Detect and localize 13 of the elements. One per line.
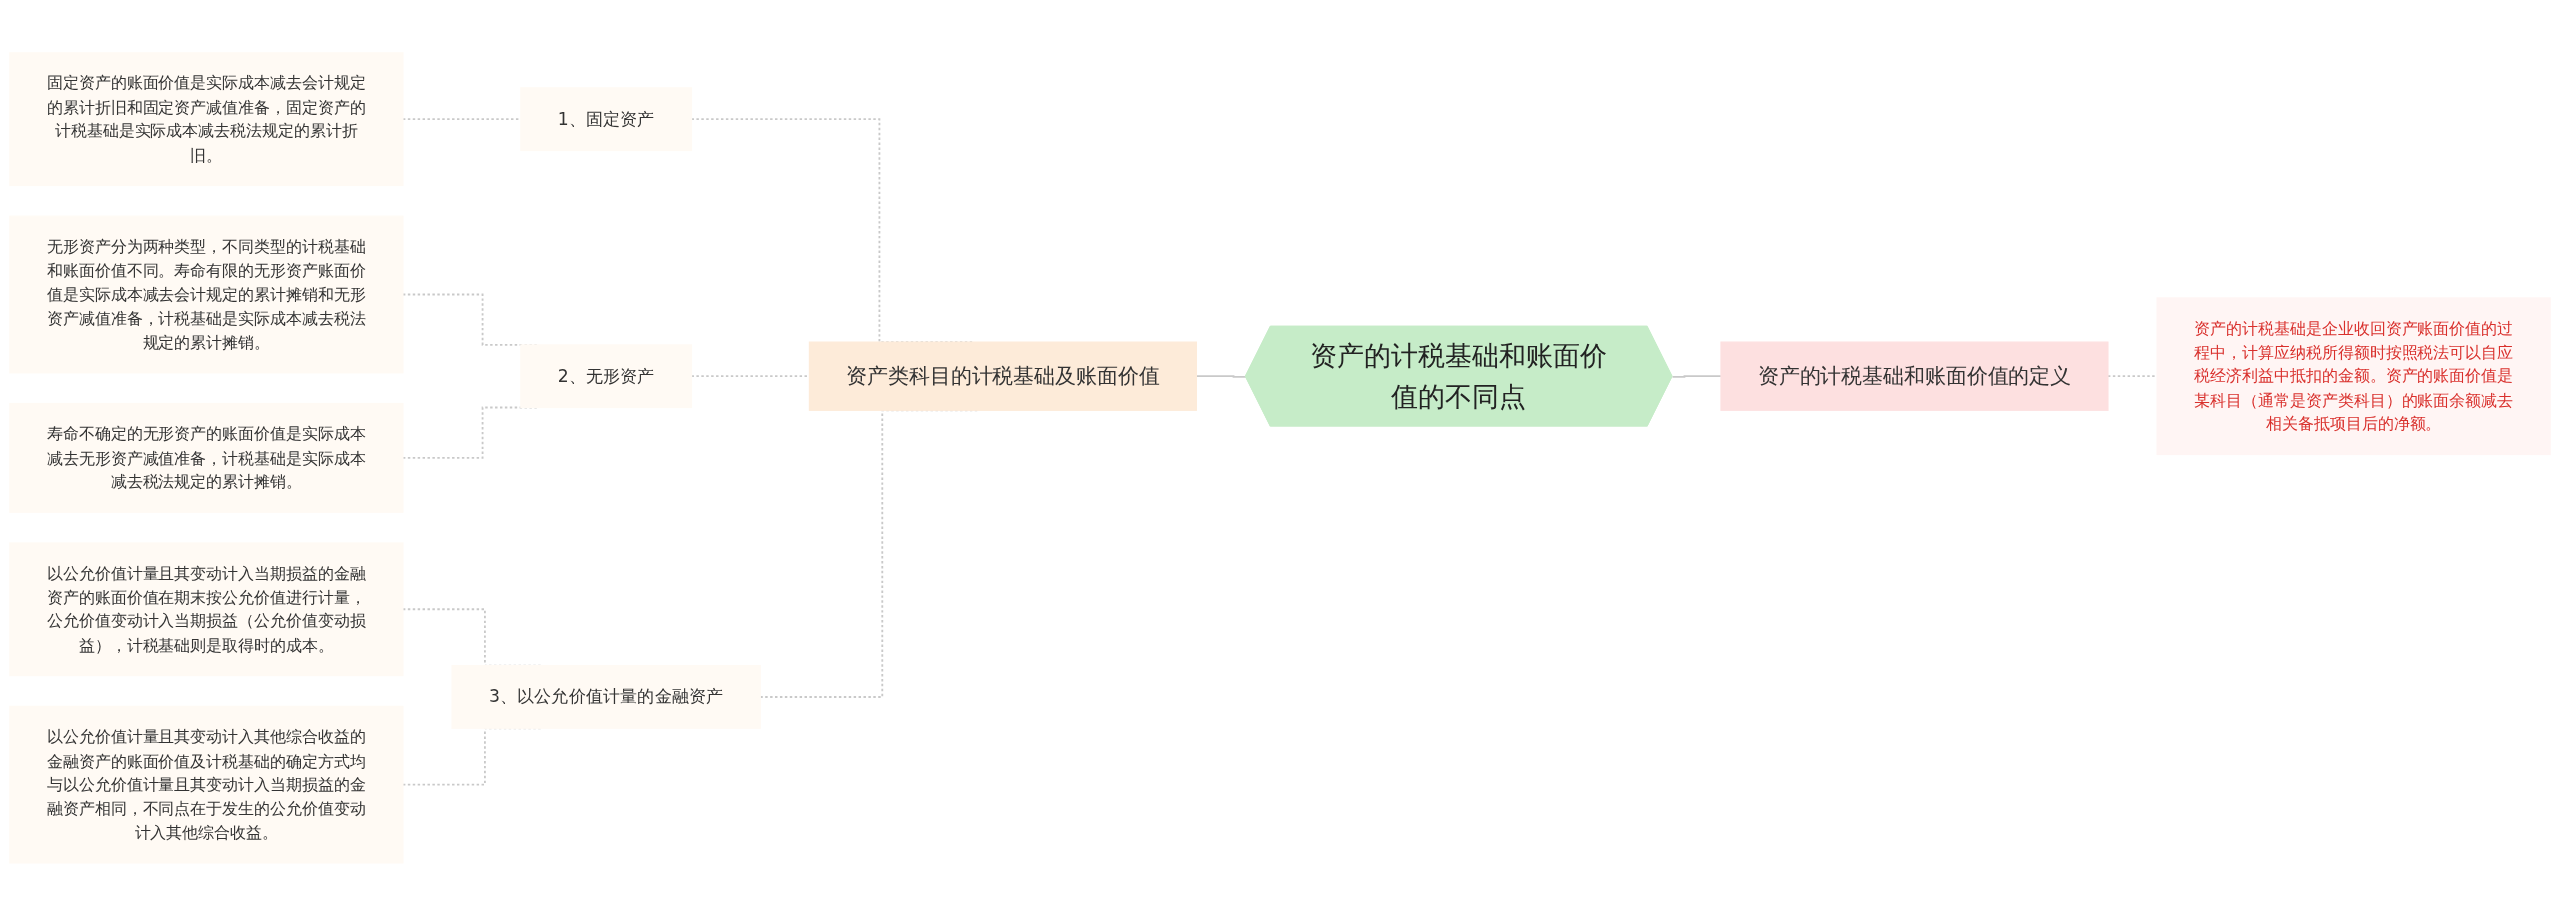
node-box: 资产的计税基础是企业收回资产账面价值的过程中，计算应纳税所得额时按照税法可以自应税经济利益中抵扣的金额。资产的账面价值是某科目（通常是资产类科目）的账面余额减去相关备抵项目后的净额。 xyxy=(2156,297,2551,456)
node-box: 3、以公允价值计量的金融资产 xyxy=(451,665,761,729)
node-box: 以公允价值计量且其变动计入当期损益的金融资产的账面价值在期末按公允价值进行计量，公允价值变动计入当期损益（公允价值变动损益），计税基础则是取得时的成本。 xyxy=(9,542,404,677)
node-box: 资产的计税基础和账面价值的定义 xyxy=(1720,341,2109,411)
node-box: 2、无形资产 xyxy=(520,344,693,409)
node-box: 以公允价值计量且其变动计入其他综合收益的金融资产的账面价值及计税基础的确定方式均与以公允价值计量且其变动计入当期损益的金融资产相同，不同点在于发生的公允价值变动计入其他综合收益。 xyxy=(9,705,404,864)
node-box: 1、固定资产 xyxy=(520,87,693,152)
node-box: 资产类科目的计税基础及账面价值 xyxy=(808,341,1197,411)
node-box: 无形资产分为两种类型，不同类型的计税基础和账面价值不同。寿命有限的无形资产账面价值是实际成本减去会计规定的累计摊销和无形资产减值准备，计税基础是实际成本减去税法规定的累计摊销。 xyxy=(9,215,404,374)
connector xyxy=(2107,375,2158,378)
node-box: 寿命不确定的无形资产的账面价值是实际成本减去无形资产减值准备，计税基础是实际成本减去税法规定的累计摊销。 xyxy=(9,403,404,513)
node-box: 固定资产的账面价值是实际成本减去会计规定的累计折旧和固定资产减值准备，固定资产的计税基础是实际成本减去税法规定的累计折旧。 xyxy=(9,52,404,187)
connector xyxy=(1671,375,1722,378)
